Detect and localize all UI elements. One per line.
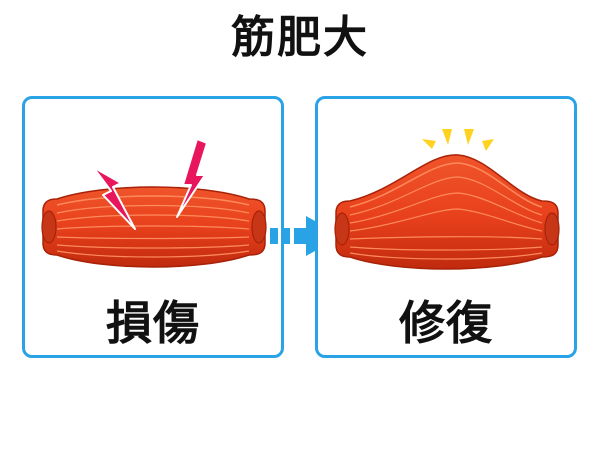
lightning-bolt-icon <box>92 166 136 230</box>
page-title: 筋肥大 <box>231 12 369 63</box>
grown-muscle-illustration <box>334 129 560 270</box>
muscle-shape <box>334 154 560 270</box>
damaged-muscle-illustration <box>41 138 267 268</box>
damage-panel: 損傷 <box>22 96 284 358</box>
lightning-bolt-icon <box>176 138 208 218</box>
repair-panel: 修復 <box>315 96 577 358</box>
repair-label: 修復 <box>399 296 493 350</box>
muscle-shape <box>41 186 267 268</box>
damage-label: 損傷 <box>106 296 200 350</box>
sparkle-burst-icon <box>422 129 494 151</box>
